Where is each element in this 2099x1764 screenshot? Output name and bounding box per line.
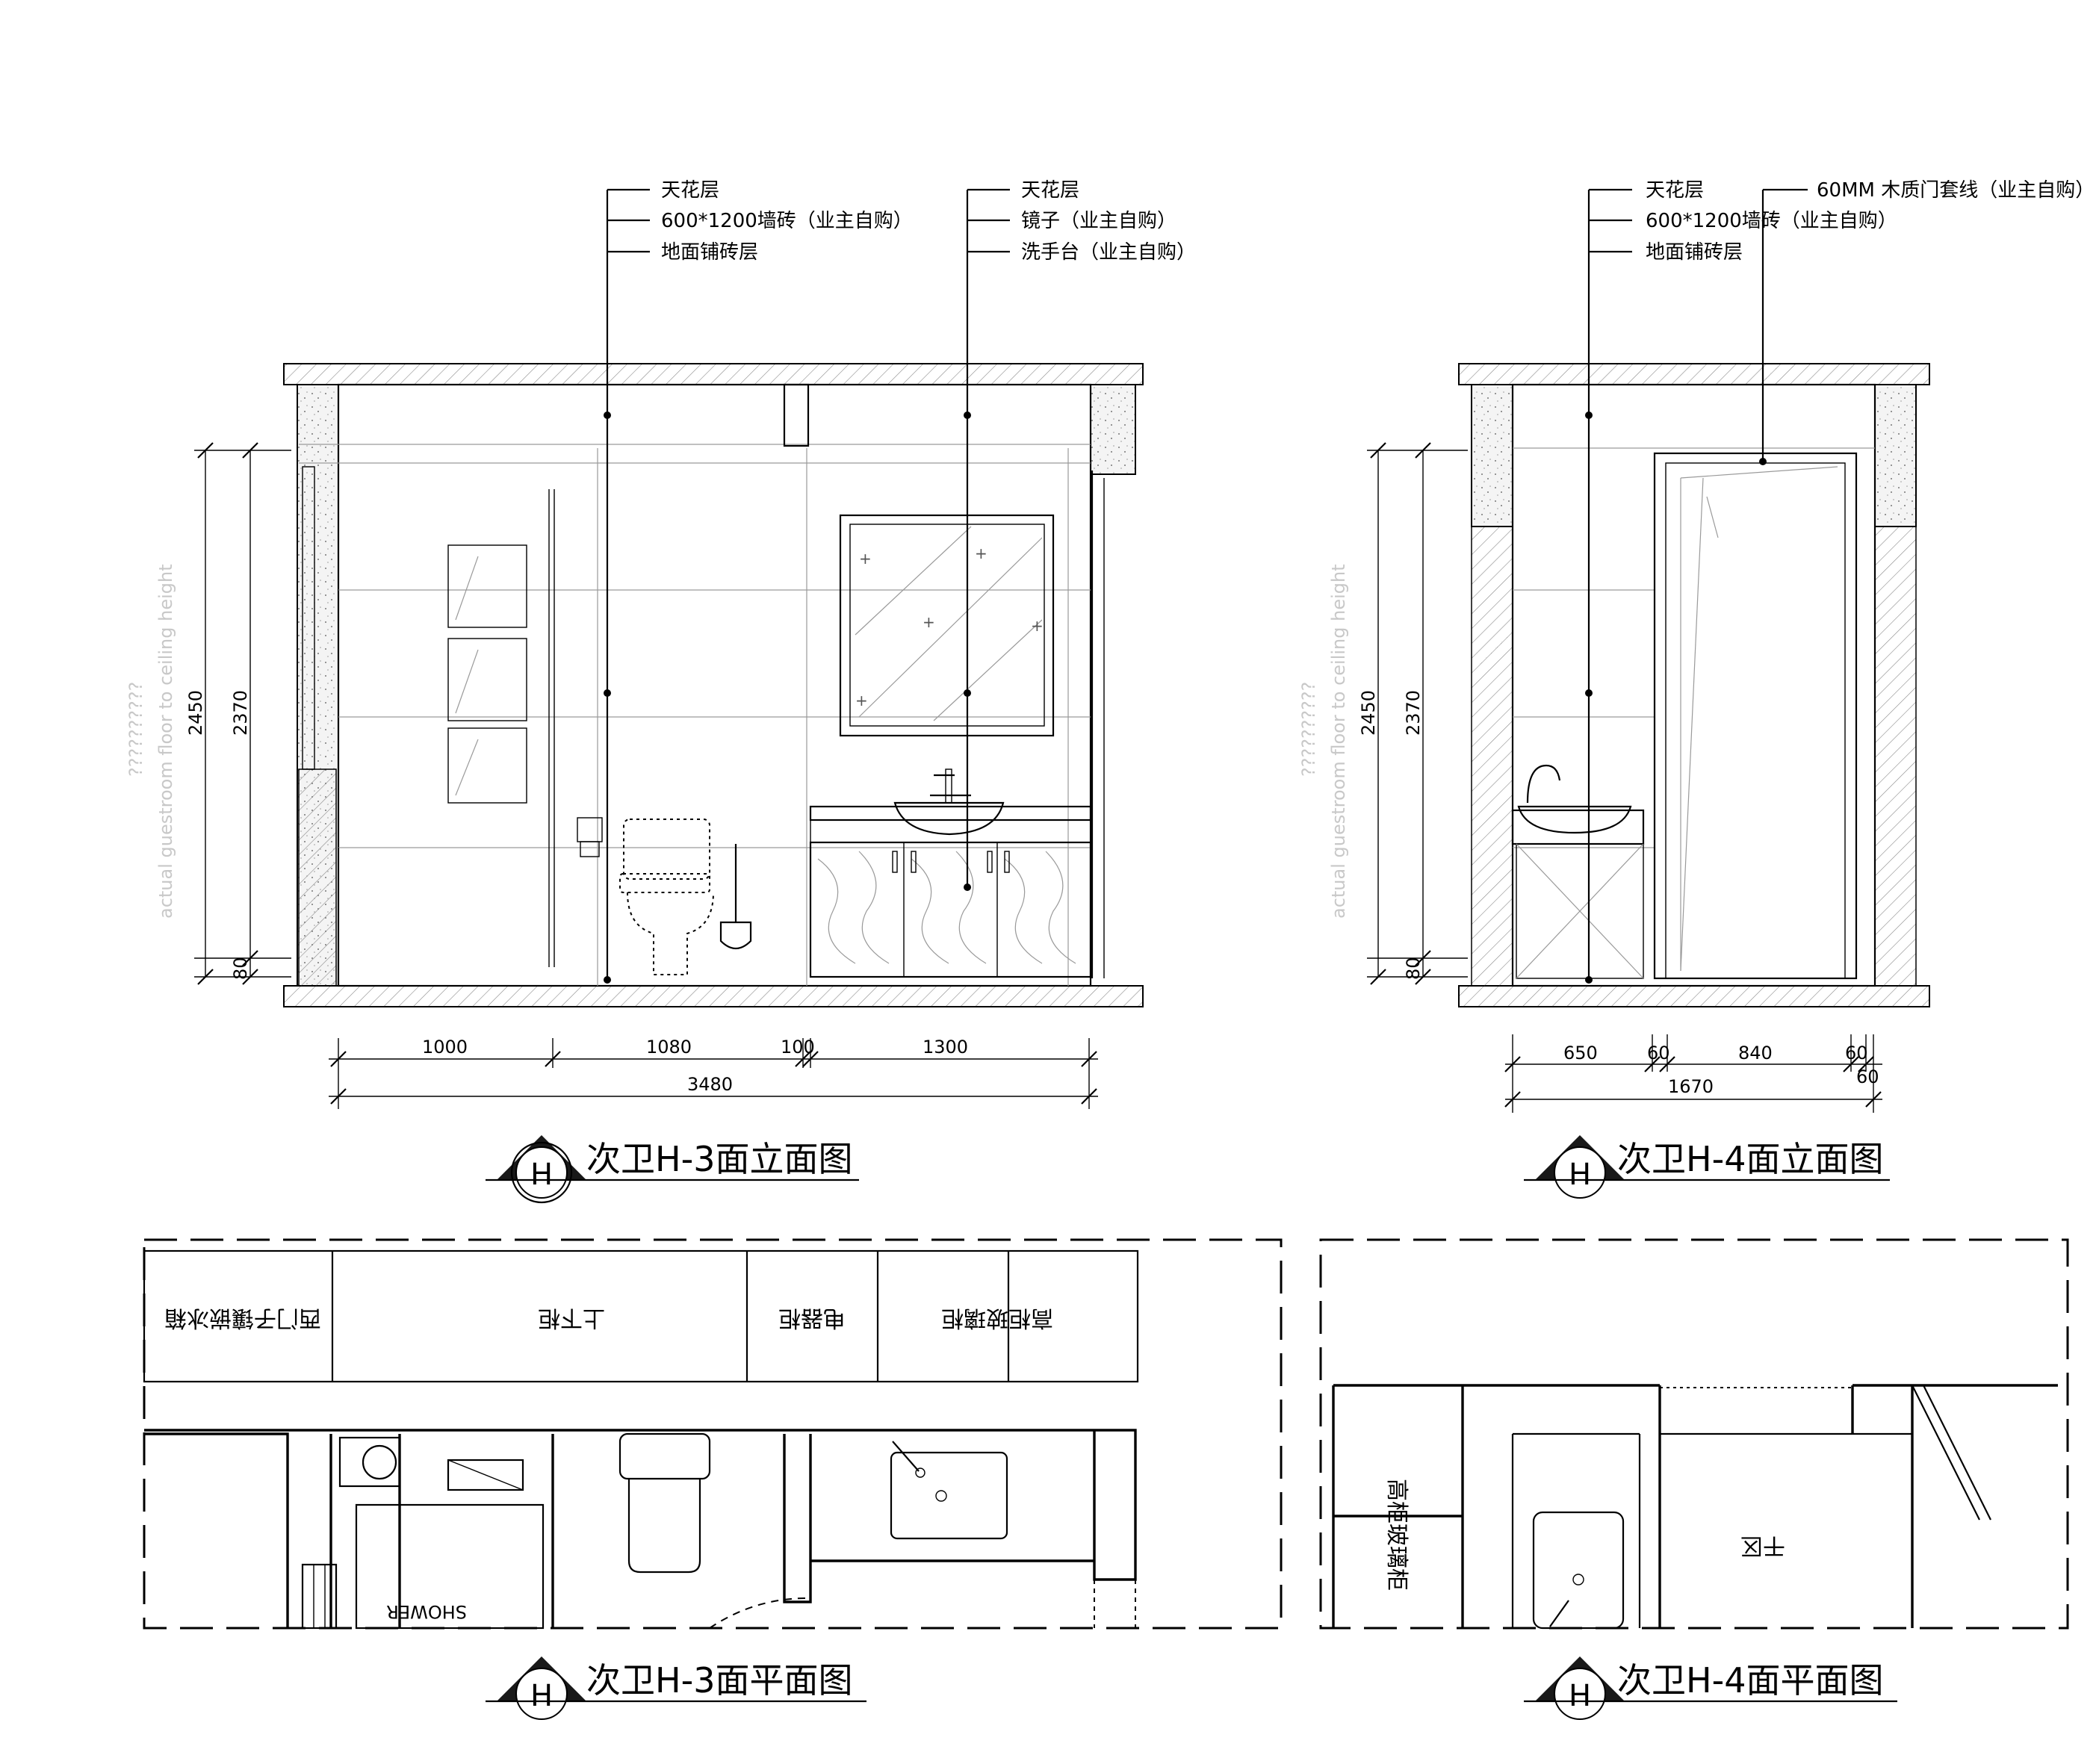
room-tall-glass-cabinet: 高柜玻璃柜	[941, 1305, 1053, 1331]
svg-text:+: +	[1031, 617, 1044, 635]
callout-ceiling: 天花层	[661, 179, 719, 202]
title-plan-h3: 次卫H-3面平面图	[586, 1660, 852, 1701]
room-fridge: 西门子镶嵌冰箱	[164, 1305, 321, 1331]
dim-2370: 2370	[230, 690, 251, 736]
svg-text:+: +	[859, 550, 872, 568]
title-symbol-h3: H	[486, 1135, 859, 1204]
callout-floor-tile: 地面铺砖层	[661, 241, 758, 264]
ghost-height-text-h4: actual guestroom floor to ceiling height	[1328, 564, 1349, 919]
dim-60-left: 60	[1647, 1043, 1670, 1063]
callout-vanity: 洗手台（业主自购）	[1021, 241, 1196, 264]
height-dimensions-h3	[194, 442, 291, 985]
left-pier-h4	[1471, 526, 1513, 987]
dim-2450-h4: 2450	[1358, 690, 1379, 736]
ghost-question-text: ??????????	[125, 682, 146, 777]
right-pier-h4	[1874, 526, 1917, 987]
callout-wall-tile-h4: 600*1200墙砖（业主自购）	[1646, 210, 1897, 232]
mirror: + + + + +	[839, 514, 1055, 737]
vanity-cabinet	[809, 805, 1092, 978]
ceiling-slab-h4	[1458, 363, 1930, 385]
title-symbol-plan-h3: H	[486, 1656, 866, 1720]
svg-text:+: +	[923, 613, 935, 631]
svg-text:+: +	[855, 692, 868, 709]
height-dimensions-h4	[1367, 442, 1468, 985]
toilet-plan	[618, 1432, 711, 1574]
dim-1080: 1080	[646, 1037, 692, 1058]
width-dimensions-h3	[329, 1038, 1098, 1109]
ghost-question-text-h4: ??????????	[1298, 682, 1319, 777]
title-elevation-h4: 次卫H-4面立面图	[1617, 1139, 1883, 1179]
dim-80-h4: 80	[1403, 957, 1424, 980]
callout-wall-tile: 600*1200墙砖（业主自购）	[661, 210, 913, 232]
plan-h3-boundary	[143, 1238, 1283, 1630]
callout-leaders-h3	[604, 188, 1010, 984]
title-plan-h4: 次卫H-4面平面图	[1617, 1660, 1883, 1701]
floor-slab	[283, 985, 1144, 1007]
plan-h3: 西门子镶嵌冰箱 上下柜 电器柜 高柜玻璃柜 SHOWER	[143, 1238, 1283, 1720]
plan-h3-walls	[144, 1429, 1137, 1628]
svg-text:H: H	[530, 1158, 553, 1192]
room-frame	[337, 383, 1092, 987]
dim-1670: 1670	[1668, 1076, 1714, 1097]
floor-slab-h4	[1458, 985, 1930, 1007]
basin	[893, 768, 1005, 836]
ceiling-beam	[783, 383, 810, 447]
toilet	[577, 817, 714, 975]
callout-ceiling-right: 天花层	[1021, 179, 1079, 202]
dim-100: 100	[781, 1037, 815, 1058]
callout-ceiling-h4: 天花层	[1646, 179, 1704, 202]
width-dimensions-h4	[1504, 1034, 1882, 1113]
elevation-h4: 天花层 600*1200墙砖（业主自购） 地面铺砖层 60MM 木质门套线（业主…	[1298, 179, 2095, 1199]
door	[1653, 452, 1858, 980]
callout-leaders-h4	[1585, 188, 1808, 984]
svg-text:+: +	[975, 544, 988, 562]
title-elevation-h3: 次卫H-3面立面图	[586, 1139, 852, 1179]
room-tall-glass-cabinet-h4: 高柜玻璃柜	[1383, 1479, 1410, 1591]
dim-3480: 3480	[687, 1074, 733, 1095]
dim-80: 80	[230, 957, 251, 980]
callout-mirror: 镜子（业主自购）	[1021, 210, 1176, 232]
title-symbol-plan-h4: H	[1524, 1656, 1897, 1720]
room-upper-lower-cabinet: 上下柜	[538, 1305, 605, 1331]
basin-side-view	[1511, 764, 1645, 979]
toilet-brush	[719, 844, 752, 950]
shower-label: SHOWER	[386, 1601, 467, 1622]
tile-grid	[338, 448, 1091, 986]
callout-door-trim: 60MM 木质门套线（业主自购）	[1817, 179, 2095, 202]
room-appliance-cabinet: 电器柜	[778, 1305, 846, 1331]
plan-h4-walls	[1332, 1384, 2058, 1628]
ghost-height-text: actual guestroom floor to ceiling height	[155, 564, 176, 919]
callout-floor-h4: 地面铺砖层	[1646, 241, 1743, 264]
plan-h4-boundary	[1319, 1238, 2069, 1630]
dim-840: 840	[1738, 1043, 1773, 1063]
dim-2370-h4: 2370	[1403, 690, 1424, 736]
right-wall-h4	[1874, 384, 1917, 527]
left-pier	[298, 768, 337, 987]
left-wall-h4	[1471, 384, 1513, 527]
plan-h4: 高柜玻璃柜 干区 H 次卫H-4面平面图	[1319, 1238, 2069, 1720]
ceiling-slab	[283, 363, 1144, 385]
dim-1300: 1300	[923, 1037, 968, 1058]
svg-text:H: H	[1569, 1679, 1591, 1713]
dim-1000: 1000	[422, 1037, 468, 1058]
basin-plan	[890, 1441, 1008, 1540]
svg-text:H: H	[530, 1679, 553, 1713]
room-dry-zone: 干区	[1740, 1532, 1785, 1559]
elevation-h3: + + + + +	[125, 179, 1196, 1204]
wall-niches	[447, 544, 527, 804]
dim-2450: 2450	[185, 690, 206, 736]
right-wall-section	[1090, 384, 1136, 475]
dim-60-far: 60	[1856, 1066, 1879, 1087]
dim-650: 650	[1563, 1043, 1598, 1063]
svg-text:H: H	[1569, 1158, 1591, 1192]
title-symbol-h4: H	[1524, 1135, 1890, 1199]
dim-60-right: 60	[1845, 1043, 1868, 1063]
